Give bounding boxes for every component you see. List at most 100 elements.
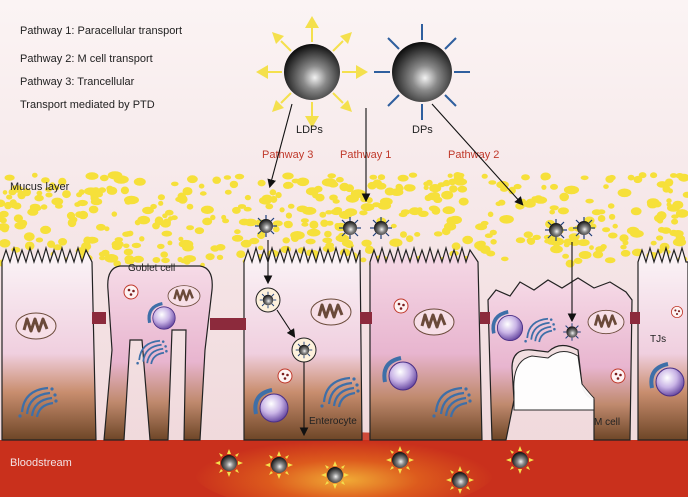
nanoparticle-icon	[321, 461, 349, 489]
mucus-dot	[157, 243, 165, 249]
mitochondrion-icon	[14, 311, 58, 341]
mucus-dot	[158, 200, 164, 206]
ldp-particle-icon	[256, 16, 368, 128]
mucus-dot	[360, 257, 367, 263]
mucus-dot	[666, 198, 672, 204]
mucus-dot	[602, 227, 611, 233]
mucus-dot	[441, 190, 454, 200]
mucus-dot	[300, 218, 309, 224]
mucus-dot	[431, 206, 441, 215]
mucus-dot	[344, 208, 358, 217]
mucus-dot	[240, 239, 252, 248]
mucus-dot	[608, 232, 618, 239]
mucus-dot	[66, 211, 76, 220]
mucus-dot	[111, 211, 118, 217]
mucus-dot	[490, 239, 497, 245]
mucus-dot	[365, 248, 374, 254]
mucus-dot	[501, 256, 509, 262]
mucus-dot	[324, 230, 332, 238]
mucus-dot	[350, 189, 366, 199]
mucus-dot	[620, 249, 631, 257]
mucus-dot	[272, 220, 283, 227]
mucus-dot	[452, 216, 461, 224]
mucus-dot	[114, 237, 124, 243]
dp-particle-icon	[374, 24, 470, 120]
mucus-dot	[457, 185, 468, 193]
mucus-dot	[19, 219, 28, 227]
mucus-dot	[360, 203, 375, 212]
mucus-dot	[513, 183, 522, 190]
mucus-dot	[563, 185, 580, 195]
mucus-dot	[270, 195, 278, 203]
mucus-dot	[430, 192, 441, 200]
mucus-dot	[2, 190, 8, 195]
mucus-dot	[549, 205, 559, 211]
mucus-dot	[577, 239, 590, 247]
mucus-dot	[302, 206, 317, 215]
mucus-dot	[124, 231, 133, 237]
mitochondrion-icon	[309, 297, 353, 327]
mucus-dot	[132, 255, 144, 263]
mucus-dot	[395, 183, 403, 190]
mucus-dot	[22, 188, 31, 197]
mucus-dot	[123, 243, 130, 249]
mucus-dot	[377, 202, 392, 210]
mucus-dot	[40, 204, 48, 210]
mucus-dot	[375, 182, 387, 190]
nanoparticle-icon	[295, 341, 313, 359]
mucus-dot	[597, 209, 606, 215]
mucus-dot	[305, 238, 316, 245]
mucus-dot	[580, 175, 589, 181]
mucus-dot	[198, 183, 205, 189]
mucus-dot	[320, 219, 329, 227]
mucus-dot	[77, 199, 88, 207]
mucus-dot	[603, 184, 609, 190]
mucus-dot	[237, 204, 247, 209]
mucus-dot	[273, 226, 280, 233]
mucus-dot	[508, 186, 516, 195]
mucus-dot	[282, 237, 290, 244]
goblet-cell-label: Goblet cell	[128, 263, 175, 274]
mucus-dot	[223, 175, 232, 180]
mucus-dot	[257, 245, 264, 251]
mucus-dot	[600, 244, 607, 250]
mucus-dot	[123, 248, 134, 256]
mucus-dot	[265, 203, 274, 210]
mucus-dot	[654, 214, 665, 223]
mucus-dot	[400, 231, 407, 238]
mucus-dot	[99, 174, 109, 182]
mucus-dot	[345, 184, 354, 193]
mucus-dot	[659, 242, 670, 252]
mucus-dot	[404, 184, 413, 190]
mucus-dot	[604, 257, 616, 264]
mucus-dot	[168, 216, 174, 221]
mucus-dot	[612, 223, 618, 229]
mucus-dot	[113, 260, 121, 267]
mucus-dot	[202, 217, 213, 226]
mucus-dot	[139, 236, 145, 242]
mucus-dot	[88, 205, 99, 214]
mucus-dot	[666, 202, 672, 207]
mitochondrion-icon	[412, 307, 456, 337]
mucus-dot	[414, 232, 421, 237]
mucus-dot	[107, 171, 123, 180]
nanoparticle-icon	[562, 322, 582, 342]
mucus-dot	[161, 257, 170, 264]
mucus-dot	[285, 212, 292, 219]
legend-item-3: Pathway 3: Trancellular	[20, 76, 135, 88]
mucus-dot	[199, 191, 207, 196]
enterocyte-label: Enterocyte	[309, 416, 357, 427]
mucus-dot	[53, 244, 63, 251]
mucus-dot	[608, 174, 616, 181]
mucus-dot	[215, 244, 226, 251]
mucus-dot	[205, 253, 215, 261]
mucus-layer-dots	[0, 171, 688, 269]
mucus-dot	[563, 242, 570, 248]
mucus-dot	[448, 178, 457, 186]
mucus-dot	[167, 240, 173, 246]
mucus-dot	[327, 173, 337, 179]
mucus-dot	[99, 255, 106, 261]
mucus-dot	[474, 241, 485, 250]
arrow-pathway-3	[267, 103, 293, 189]
